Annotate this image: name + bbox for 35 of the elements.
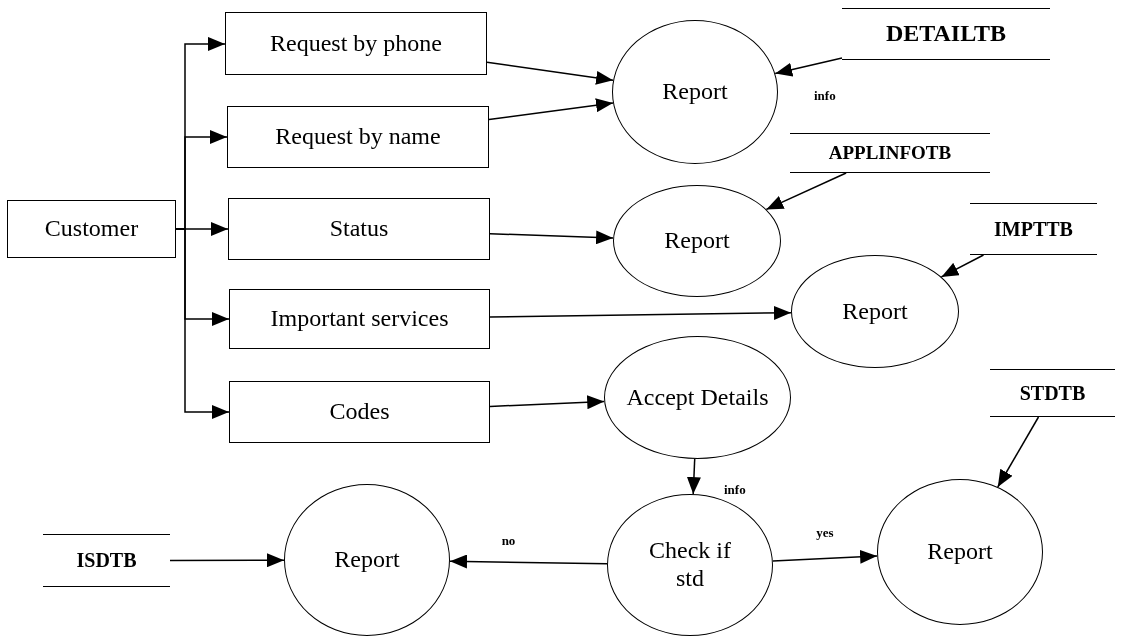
arrow — [488, 98, 614, 121]
arrow — [489, 305, 792, 320]
data-store: STDTB — [990, 369, 1115, 417]
arrow — [940, 254, 985, 278]
arrow — [175, 228, 230, 419]
process-circle: Accept Details — [604, 336, 791, 459]
process-circle: Report — [791, 255, 959, 368]
data-store: DETAILTB — [842, 8, 1050, 60]
process-circle: Report — [284, 484, 450, 636]
arrow — [772, 549, 878, 564]
arrow — [489, 230, 614, 245]
flow-label: info — [814, 88, 836, 104]
arrow — [997, 416, 1040, 488]
arrow — [486, 61, 614, 85]
process-circle: Report — [877, 479, 1043, 625]
arrow — [686, 458, 701, 495]
arrow — [169, 553, 285, 568]
entity-box: Request by phone — [225, 12, 487, 75]
process-circle: Report — [613, 185, 781, 297]
entity-box: Status — [228, 198, 490, 260]
entity-box: Request by name — [227, 106, 489, 168]
arrow — [774, 57, 843, 77]
edge-label: no — [501, 532, 516, 549]
entity-box: Important services — [229, 289, 490, 349]
process-circle: Check if std — [607, 494, 773, 636]
data-store: ISDTB — [43, 534, 170, 587]
data-store: IMPTTB — [970, 203, 1097, 255]
arrow — [449, 554, 608, 569]
process-circle: Report — [612, 20, 778, 164]
entity-box: Customer — [7, 200, 176, 258]
arrow — [765, 172, 847, 211]
edge-label: yes — [816, 524, 834, 541]
data-store: APPLINFOTB — [790, 133, 990, 173]
arrow — [489, 395, 605, 410]
entity-box: Codes — [229, 381, 490, 443]
